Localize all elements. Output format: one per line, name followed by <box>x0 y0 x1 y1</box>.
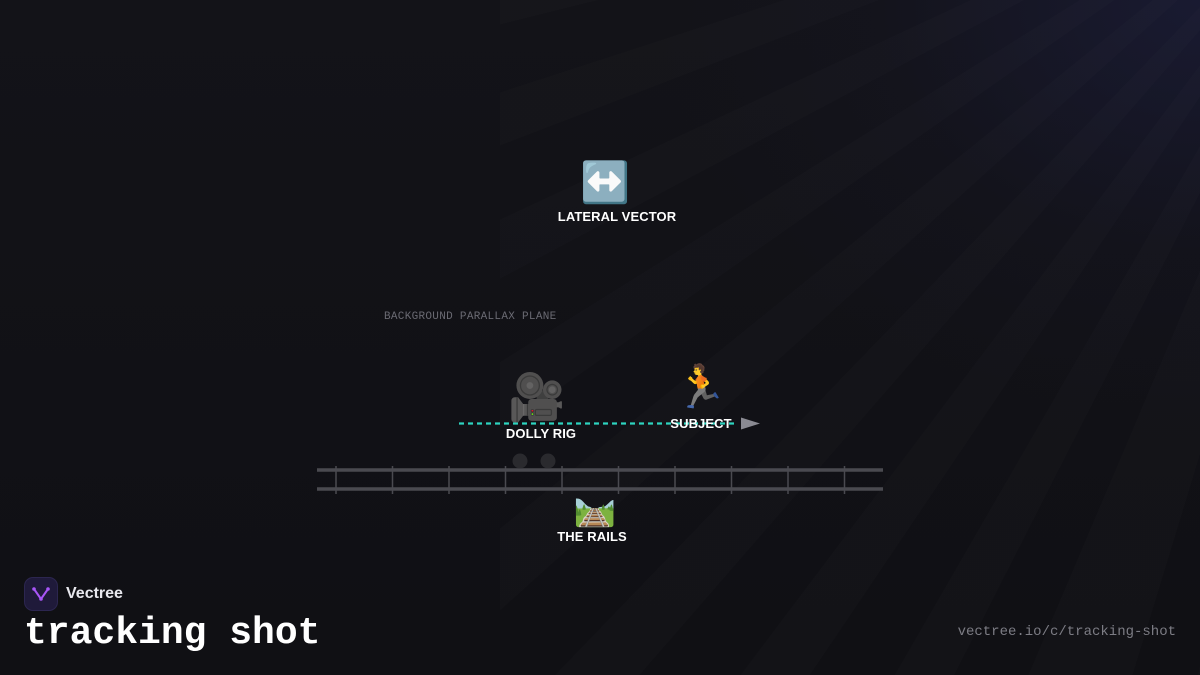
subject-label: SUBJECT <box>670 416 732 431</box>
movie-camera-icon: 🎥 <box>508 370 566 424</box>
page-title: tracking shot <box>24 612 321 655</box>
lateral-vector-label: LATERAL VECTOR <box>557 209 677 224</box>
dolly-rig-label: DOLLY RIG <box>505 426 577 441</box>
railway-track-icon: 🛤️ <box>573 489 617 529</box>
source-url[interactable]: vectree.io/c/tracking-shot <box>957 624 1176 640</box>
dolly-wheels <box>512 453 556 469</box>
dolly-wheel-right <box>540 453 556 469</box>
brand: Vectree <box>24 577 123 611</box>
vectree-logo-icon <box>24 577 58 611</box>
rails-track <box>317 466 883 494</box>
tracking-direction-arrowhead <box>741 417 760 430</box>
vectree-logo-glyph <box>32 587 50 601</box>
left-right-arrow-icon: ↔️ <box>580 160 630 206</box>
parallax-plane-label: BACKGROUND PARALLAX PLANE <box>384 311 557 323</box>
running-person-icon: 🏃 <box>674 362 728 411</box>
brand-name: Vectree <box>66 585 123 602</box>
rails-label: THE RAILS <box>557 529 627 544</box>
dolly-wheel-left <box>512 453 528 469</box>
